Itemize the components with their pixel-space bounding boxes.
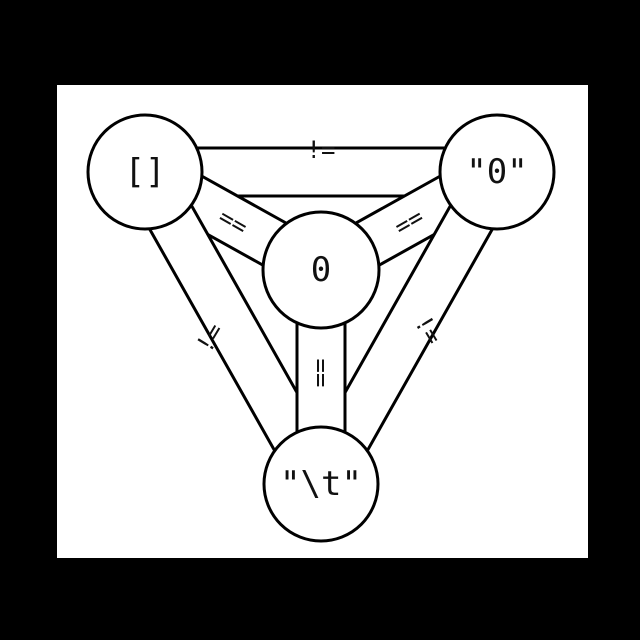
- node-label-zero: 0: [311, 250, 331, 290]
- node-label-string-tab: "\t": [280, 464, 362, 504]
- node-label-empty-array: []: [125, 152, 166, 192]
- node-empty-array: []: [86, 113, 204, 231]
- node-zero: 0: [261, 210, 381, 330]
- node-circle-string-zero: [438, 113, 556, 231]
- node-string-tab: "\t": [262, 425, 380, 543]
- node-layer: [] "0" 0 "\t": [86, 113, 556, 543]
- node-string-zero: "0": [438, 113, 556, 231]
- edge-label-empty-array-string-zero: !=: [307, 136, 336, 164]
- node-circle-string-tab: [262, 425, 380, 543]
- node-label-string-zero: "0": [466, 152, 527, 192]
- node-circle-zero: [261, 210, 381, 330]
- edge-label-zero-string-tab: ==: [307, 359, 335, 388]
- node-circle-empty-array: [86, 113, 204, 231]
